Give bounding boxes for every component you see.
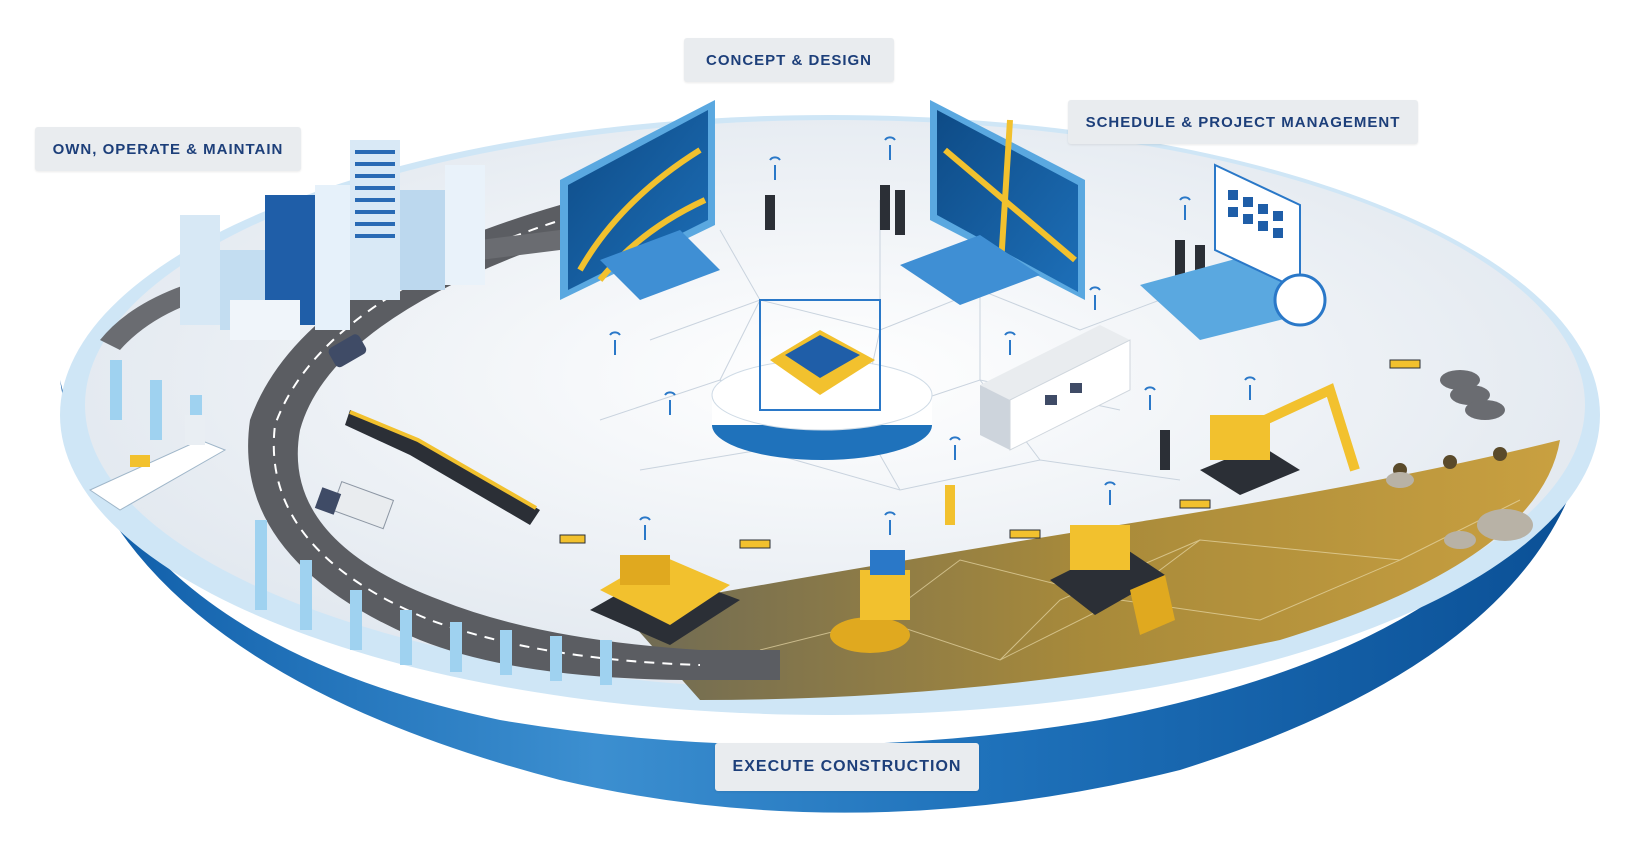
site-office-trailer: [980, 325, 1131, 451]
road-roller: [830, 550, 910, 653]
label-concept-design: CONCEPT & DESIGN: [684, 38, 894, 82]
bulldozer: [1050, 525, 1175, 635]
train: [345, 410, 540, 525]
excavator: [1200, 383, 1360, 495]
city-buildings: [180, 140, 485, 340]
label-schedule-project-management: SCHEDULE & PROJECT MANAGEMENT: [1068, 100, 1418, 144]
car: [328, 334, 367, 368]
iot-antennas: [609, 136, 1256, 540]
cargo-ship: [88, 415, 227, 511]
label-own-operate-maintain: OWN, OPERATE & MAINTAIN: [35, 127, 301, 171]
schedule-calendar: [1140, 163, 1327, 340]
traffic-barriers: [559, 359, 1421, 549]
rocks: [1386, 472, 1533, 549]
paver-machine: [590, 555, 740, 645]
label-execute-construction: EXECUTE CONSTRUCTION: [715, 743, 979, 791]
pipes: [1440, 370, 1505, 420]
truck: [314, 481, 395, 530]
people-figures: [765, 185, 1205, 525]
design-monitor-left: [560, 100, 720, 300]
central-model-pedestal: [711, 299, 933, 460]
design-monitor-right: [900, 100, 1085, 305]
